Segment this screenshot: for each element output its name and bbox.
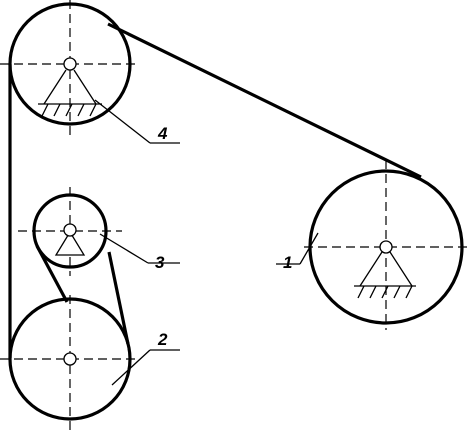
pulley-2: 2 [0,295,180,434]
belt-4-to-1 [107,22,422,179]
belt-3-to-2-right [107,251,130,345]
pulley-1-label: 1 [283,253,292,272]
pulley-2-label: 2 [157,330,168,349]
pulley-4-support-icon [38,57,102,117]
pulley-3-support-icon [54,223,86,256]
belts [8,22,422,358]
pulley-4-circle [8,2,132,126]
pulley-2-circle [8,297,132,421]
pulley-3-circle [32,193,108,269]
pulley-4-leader-line [94,99,151,144]
pulley-3-leader-line [99,233,149,264]
pulley-4: 4 [0,0,180,144]
pulley-1-leader-line [299,232,319,265]
pulley-2-leader-line [111,349,151,386]
pulley-1: 1 [276,160,468,330]
pulley-2-hub [63,352,77,366]
pulley-3: 3 [18,187,180,276]
pulley-1-support-icon [354,240,416,299]
pulley-4-label: 4 [157,124,168,143]
pulley-3-label: 3 [155,253,165,272]
